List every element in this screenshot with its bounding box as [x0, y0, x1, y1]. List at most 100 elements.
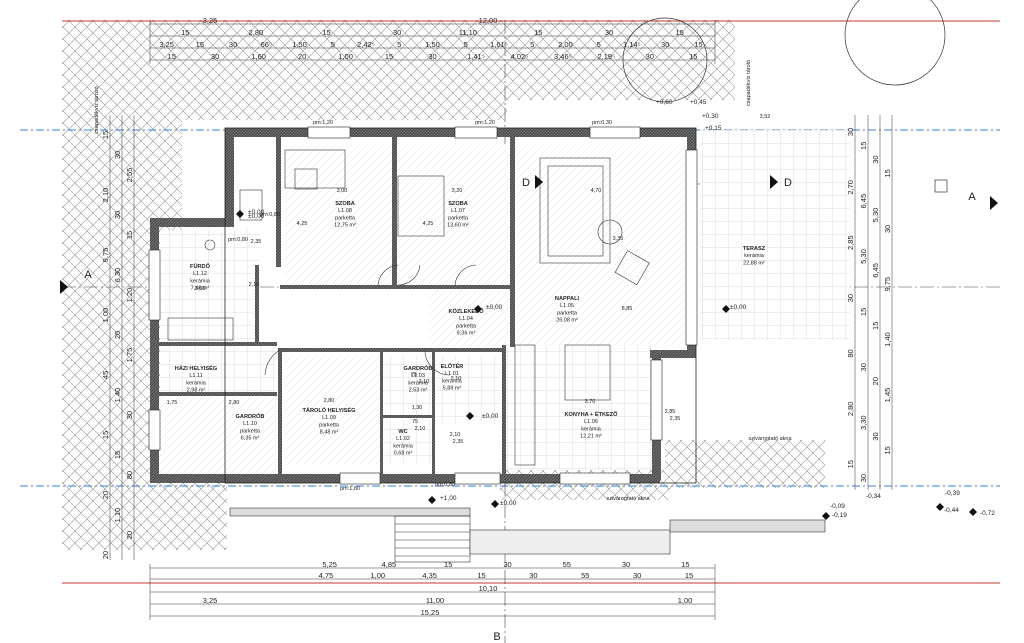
inner-dimension: 3,35	[613, 236, 624, 242]
room-label-furdo: 7,46 m²	[191, 286, 210, 292]
inner-dimension: 2,85	[665, 409, 676, 415]
dimension-label: 45	[101, 371, 110, 379]
inner-dimension: pm:1,20	[313, 120, 333, 126]
room-label-konyha: kerámia	[581, 426, 602, 432]
inner-dimension: 3,70	[585, 399, 596, 405]
dimension-label: 4,35	[422, 571, 437, 580]
room-label-terasz: 22,88 m²	[743, 260, 765, 266]
dimension-label: 30	[661, 40, 669, 49]
dimension-label: 3,46⁵	[554, 52, 572, 61]
inner-dimension: 4,25	[297, 221, 308, 227]
dimension-label: 1,00	[371, 571, 386, 580]
dimension-label: 2,10	[101, 188, 110, 203]
dimension-label: 30	[871, 432, 880, 440]
level-label: -0,09	[830, 503, 845, 510]
dimension-label: 30	[883, 225, 892, 233]
dimension-label: 20	[871, 377, 880, 385]
room-label-szoba1: parketta	[335, 215, 356, 221]
inner-dimension: pm:1,20	[475, 120, 495, 126]
room-label-szoba1: SZOBA	[335, 201, 355, 207]
dimension-label: 4,75	[319, 571, 334, 580]
inner-dimension: 3,00	[195, 286, 206, 292]
room-label-eloter: ELŐTÉR	[441, 362, 464, 370]
dimension-label: 30	[211, 52, 219, 61]
site-note: csapadékvíz tároló	[746, 60, 752, 106]
dimension-label: 80	[125, 471, 134, 479]
level-label: ±0,00	[500, 500, 517, 507]
dimension-label: 30	[646, 52, 654, 61]
room-label-szoba2: SZOBA	[448, 201, 468, 207]
room-label-konyha: 12,21 m²	[580, 434, 602, 440]
dimension-label: 3,25	[159, 40, 174, 49]
room-label-konyha: L1.06	[584, 419, 598, 425]
dimension-label: 1,00	[101, 308, 110, 323]
dimension-label: 1,00	[678, 596, 693, 605]
room-label-szoba2: 13,60 m²	[447, 223, 469, 229]
room-label-nappali: L1.05	[560, 303, 574, 309]
dimension-label: 1,45	[883, 388, 892, 403]
inner-dimension: pm:0,80	[228, 237, 248, 243]
level-label: ±0,00	[730, 304, 747, 311]
dimension-label: 30	[529, 571, 537, 580]
section-letter: A	[968, 191, 976, 203]
dimension-label: 2,85	[846, 235, 855, 250]
dimension-label: 1,61⁵	[490, 40, 508, 49]
dimension-label: 15	[477, 571, 485, 580]
dimension-label: 30	[113, 151, 122, 159]
dimension-label: 1,40	[883, 332, 892, 347]
section-letter: A	[84, 269, 92, 281]
dimension-label: 5,25	[322, 560, 337, 569]
level-label: -0,19	[832, 512, 847, 519]
level-label: ±0,00	[482, 413, 499, 420]
dimension-label: 15	[871, 322, 880, 330]
dimension-label: 5	[530, 40, 534, 49]
room-label-eloter: 5,88 m²	[443, 386, 462, 392]
room-label-szoba1: 12,75 m²	[334, 223, 356, 229]
room-label-furdo: L1.12	[193, 271, 207, 277]
room-label-wc: WC	[398, 429, 407, 435]
dimension-label: 15	[676, 28, 684, 37]
inner-dimension: 75	[412, 419, 418, 425]
site-note: csapadékvíz tározó	[94, 86, 100, 133]
dimension-label: 2,42⁵	[357, 40, 375, 49]
dimension-label: 30	[859, 363, 868, 371]
room-label-gardrob_big: parketta	[240, 428, 261, 434]
site-note: szivárogtató akna	[606, 496, 650, 502]
inner-dimension: 1,30	[412, 405, 423, 411]
room-label-konyha: KONYHA + ÉTKEZŐ	[564, 410, 618, 418]
dimension-label: 55	[563, 560, 571, 569]
room-label-terasz: kerámia	[744, 253, 765, 259]
dimension-label: 6,30	[113, 268, 122, 283]
dimension-label: 80	[846, 349, 855, 357]
room-label-hazi: L1.11	[189, 373, 202, 379]
section-letter: D	[784, 177, 792, 189]
furniture	[167, 149, 650, 466]
level-label: -0,34	[866, 493, 881, 500]
dimension-label: 1,40	[113, 388, 122, 403]
dimension-label: 20	[298, 52, 306, 61]
level-label: +0,45	[690, 99, 707, 106]
level-label: +0,30	[702, 113, 719, 120]
dimension-label: 5,30	[871, 208, 880, 223]
dimension-label: 15	[859, 142, 868, 150]
dimension-label: 4,02⁵	[511, 52, 529, 61]
dimension-label: 20	[113, 331, 122, 339]
inner-dimension: 2,35	[453, 439, 464, 445]
dimension-label: 30	[871, 155, 880, 163]
room-label-tarolo: L1.09	[322, 415, 336, 421]
room-label-szoba2: L1.07	[451, 208, 465, 214]
room-label-tarolo: 8,48 m²	[320, 430, 339, 436]
dimension-label: 15	[685, 571, 693, 580]
inner-dimension: 2,80	[324, 398, 335, 404]
dimension-label: 2,80	[846, 402, 855, 417]
tree-symbols	[622, 0, 948, 193]
level-marks	[236, 210, 977, 520]
inner-dimension: 1,75	[167, 400, 178, 406]
room-label-nappali: 26,08 m²	[556, 318, 578, 324]
dimension-label: 15	[113, 451, 122, 459]
dimension-label: 15	[694, 40, 702, 49]
room-label-szoba2: parketta	[448, 215, 469, 221]
dimension-label: 20	[125, 531, 134, 539]
inner-dimension: 2,35	[670, 416, 681, 422]
dimension-label: 15	[444, 560, 452, 569]
